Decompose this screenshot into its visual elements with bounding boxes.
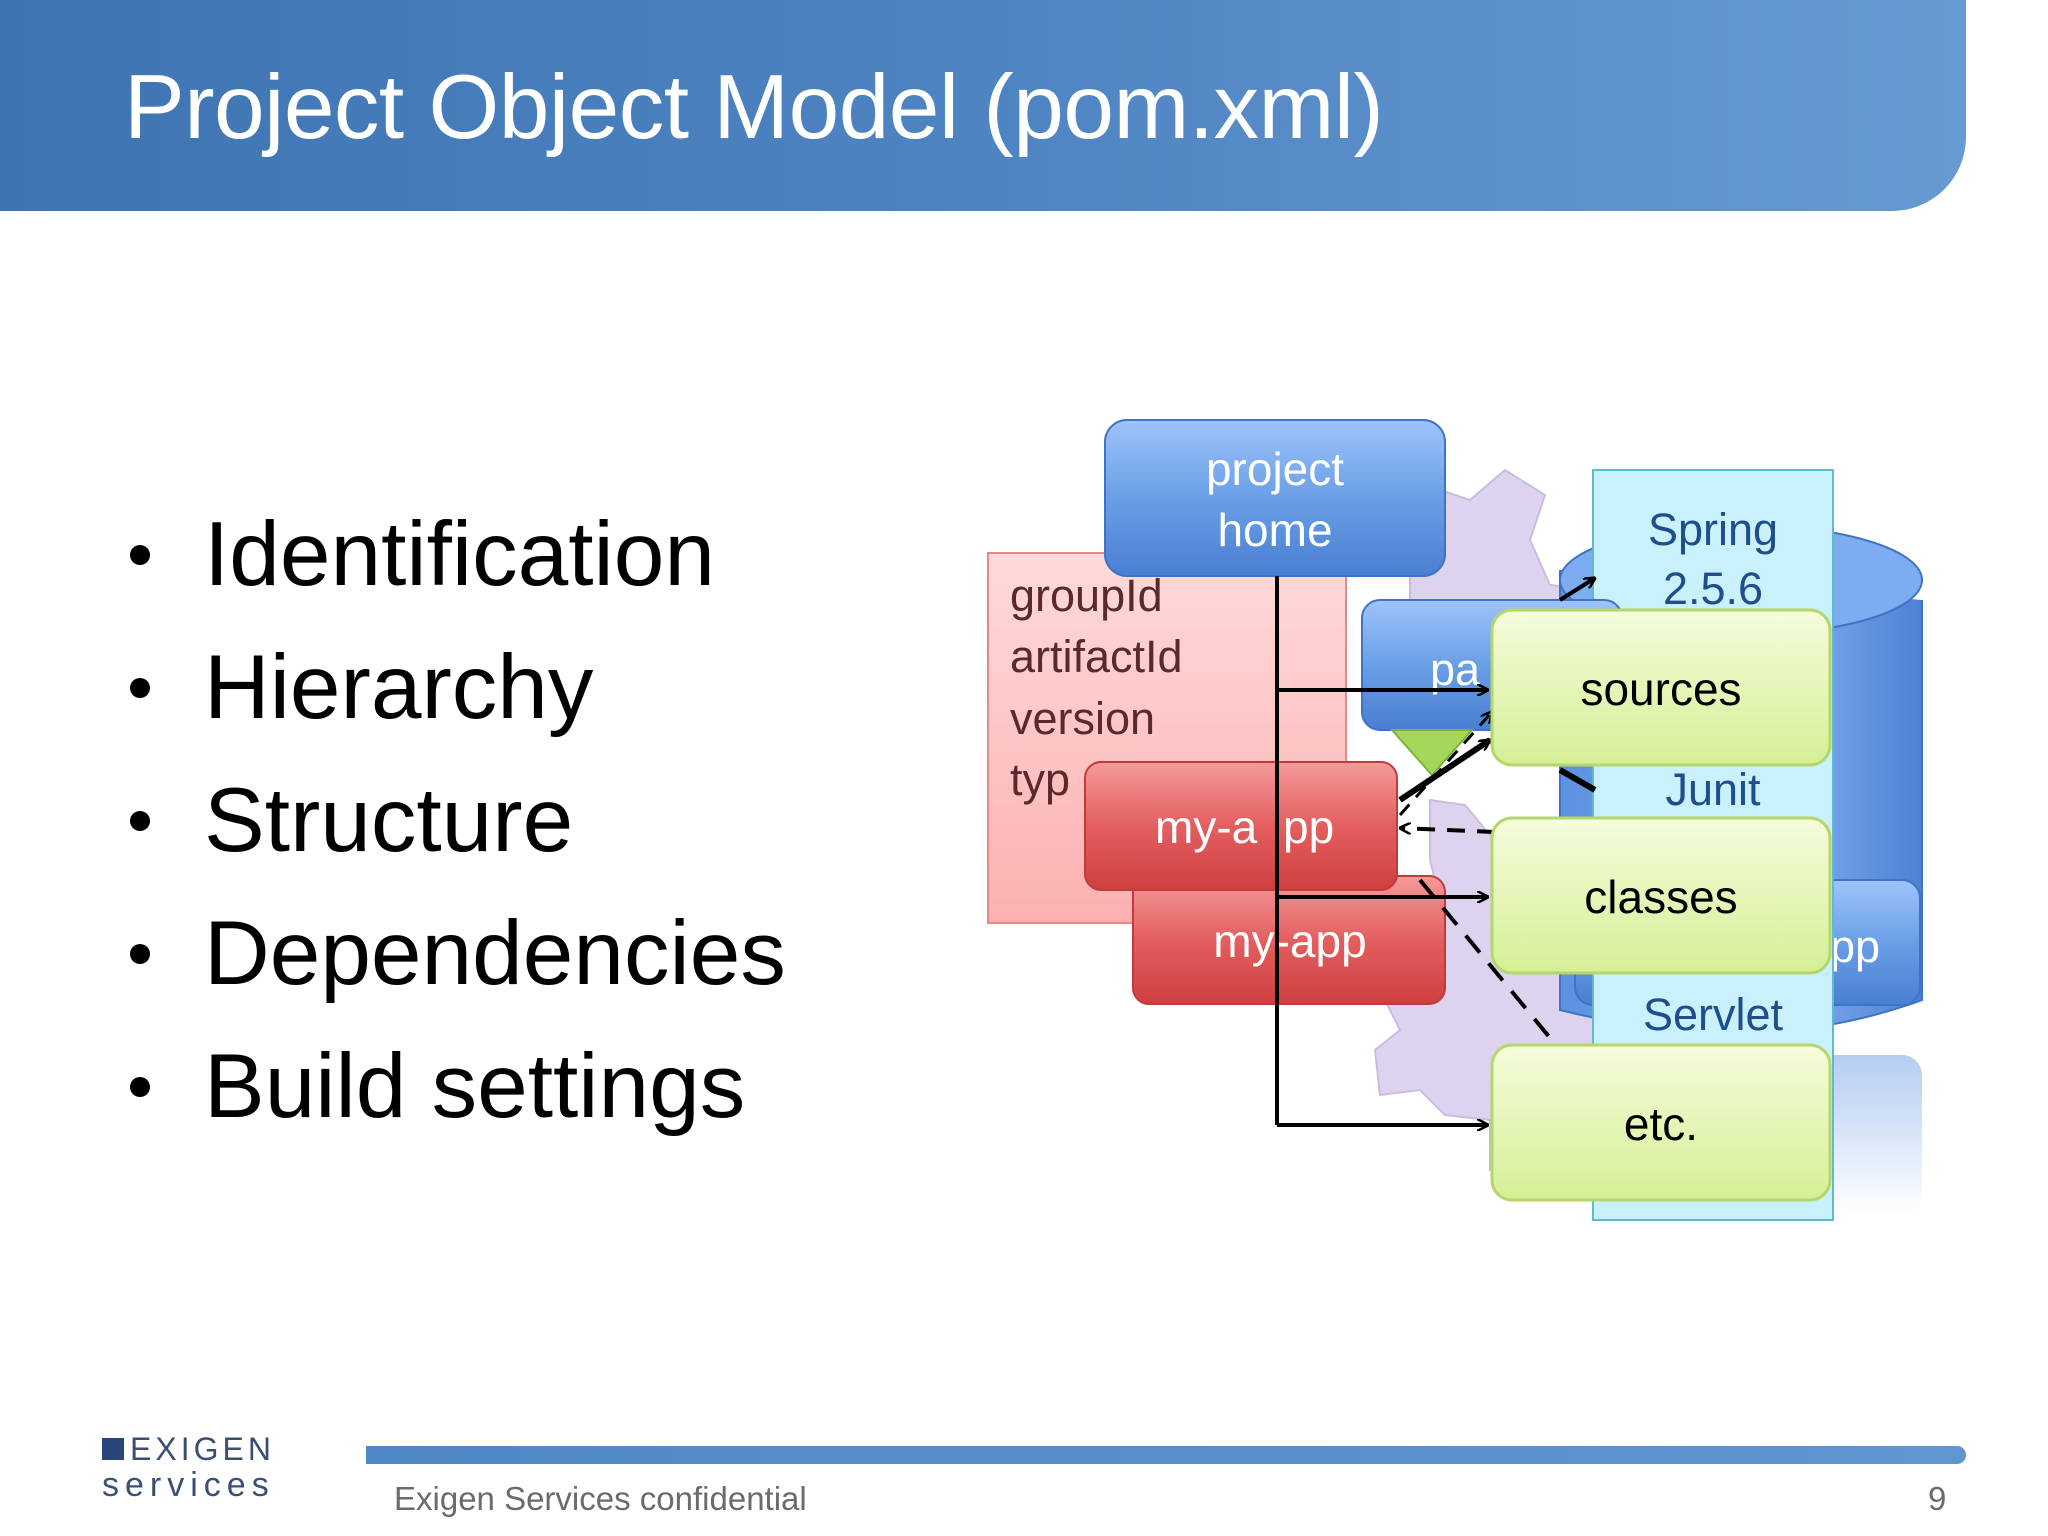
folder-sources: sources — [1490, 608, 1832, 767]
pom-diagram: pp Spring 2.5.6 Junit Servlet groupId ar… — [987, 419, 1923, 1221]
project-home-line1: project — [1206, 443, 1344, 495]
project-home-line2: home — [1217, 504, 1332, 556]
folder-etc-label: etc. — [1624, 1098, 1698, 1150]
bullet-build-settings: Build settings — [126, 1020, 786, 1153]
slide-title: Project Object Model (pom.xml) — [124, 57, 1384, 158]
dependency-servlet: Servlet — [1643, 989, 1784, 1040]
coord-artifactid: artifactId — [1010, 631, 1183, 682]
footer-divider — [366, 1446, 1966, 1464]
dependency-spring-version: 2.5.6 — [1663, 563, 1763, 614]
folder-classes: classes — [1490, 816, 1832, 975]
bullet-dependencies: Dependencies — [126, 887, 786, 1020]
folder-sources-label: sources — [1580, 663, 1741, 715]
logo-mark-icon — [102, 1438, 124, 1460]
coord-version: version — [1010, 693, 1155, 744]
bullet-hierarchy: Hierarchy — [126, 621, 786, 754]
folder-classes-label: classes — [1584, 871, 1737, 923]
coord-groupid: groupId — [1010, 570, 1163, 621]
coord-type: typ — [1010, 754, 1070, 805]
my-app-label-front: my-a — [1155, 801, 1258, 853]
dependency-spring: Spring — [1648, 504, 1778, 555]
my-app-box-front: my-a pp — [1084, 761, 1398, 891]
folder-etc: etc. — [1490, 1043, 1832, 1202]
parent-label: pa — [1430, 644, 1481, 695]
cylinder-label-fragment: pp — [1830, 921, 1880, 972]
title-bar: Project Object Model (pom.xml) — [0, 0, 1966, 211]
logo-bottom-text: services — [102, 1466, 275, 1504]
connector-lines — [1275, 576, 1595, 1125]
logo-top-text: EXIGEN — [130, 1431, 275, 1467]
dependency-junit: Junit — [1665, 764, 1761, 815]
bullet-list: Identification Hierarchy Structure Depen… — [126, 488, 786, 1153]
company-logo: EXIGEN services — [102, 1431, 275, 1504]
footer-confidential: Exigen Services confidential — [394, 1480, 807, 1517]
page-number: 9 — [1928, 1480, 1947, 1517]
my-app-label-front-tail: pp — [1283, 801, 1334, 853]
bullet-structure: Structure — [126, 754, 786, 887]
bullet-identification: Identification — [126, 488, 786, 621]
my-app-label-back: my-app — [1213, 915, 1366, 967]
project-home-box: project home — [1104, 419, 1446, 577]
